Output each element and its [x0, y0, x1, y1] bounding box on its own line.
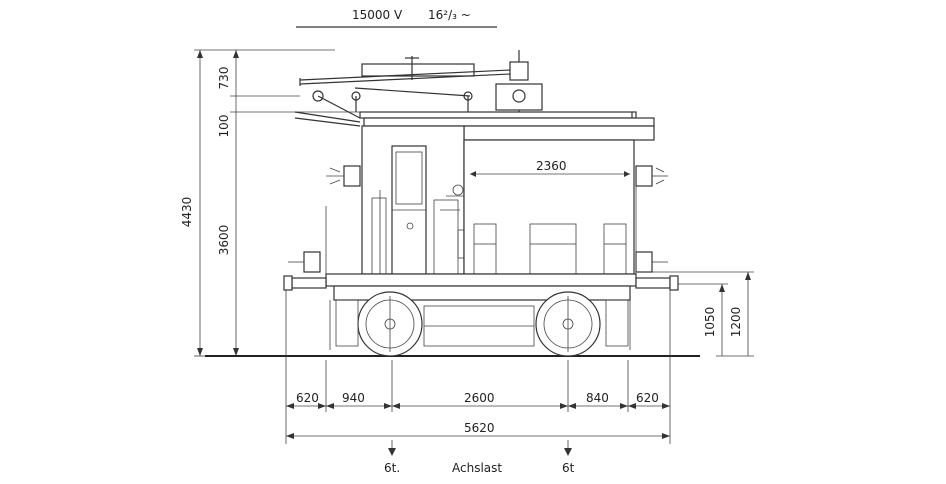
seg-1-label: 620: [296, 391, 319, 405]
left-dimensions: [194, 49, 360, 357]
height-top-label: 730: [217, 67, 231, 90]
pantograph: [294, 50, 543, 128]
bottom-dimensions: [285, 290, 671, 444]
cab-length-label: 2360: [536, 159, 567, 173]
seg-4-label: 840: [586, 391, 609, 405]
frequency-label: 16²/₃ ~: [428, 8, 471, 22]
wheel-front: [357, 291, 423, 357]
axle-load-rear: 6t: [562, 461, 575, 475]
cab: [361, 125, 468, 275]
buffer-height-label: 1050: [703, 307, 717, 338]
right-dimensions: [640, 271, 754, 357]
platform: [463, 139, 635, 275]
seg-3-label: 2600: [464, 391, 495, 405]
overall-length-label: 5620: [464, 421, 495, 435]
voltage-label: 15000 V: [352, 8, 403, 22]
axle-load-label: Achslast: [452, 461, 502, 475]
lamp-left-upper: [326, 165, 361, 187]
lamp-left-lower: [288, 251, 321, 273]
lamp-right-lower: [635, 251, 668, 273]
running-gear: [329, 299, 631, 350]
frame-height-label: 1200: [729, 307, 743, 338]
seg-5-label: 620: [636, 391, 659, 405]
roof: [359, 111, 655, 141]
axle-load-front: 6t.: [384, 461, 400, 475]
frame: [283, 273, 679, 301]
seg-2-label: 940: [342, 391, 365, 405]
height-total-label: 4430: [180, 197, 194, 228]
height-mid-label: 100: [217, 115, 231, 138]
height-body-label: 3600: [217, 225, 231, 256]
lamp-right-upper: [635, 165, 668, 187]
wheel-rear: [535, 291, 601, 357]
axle-load-arrows: [388, 440, 572, 456]
